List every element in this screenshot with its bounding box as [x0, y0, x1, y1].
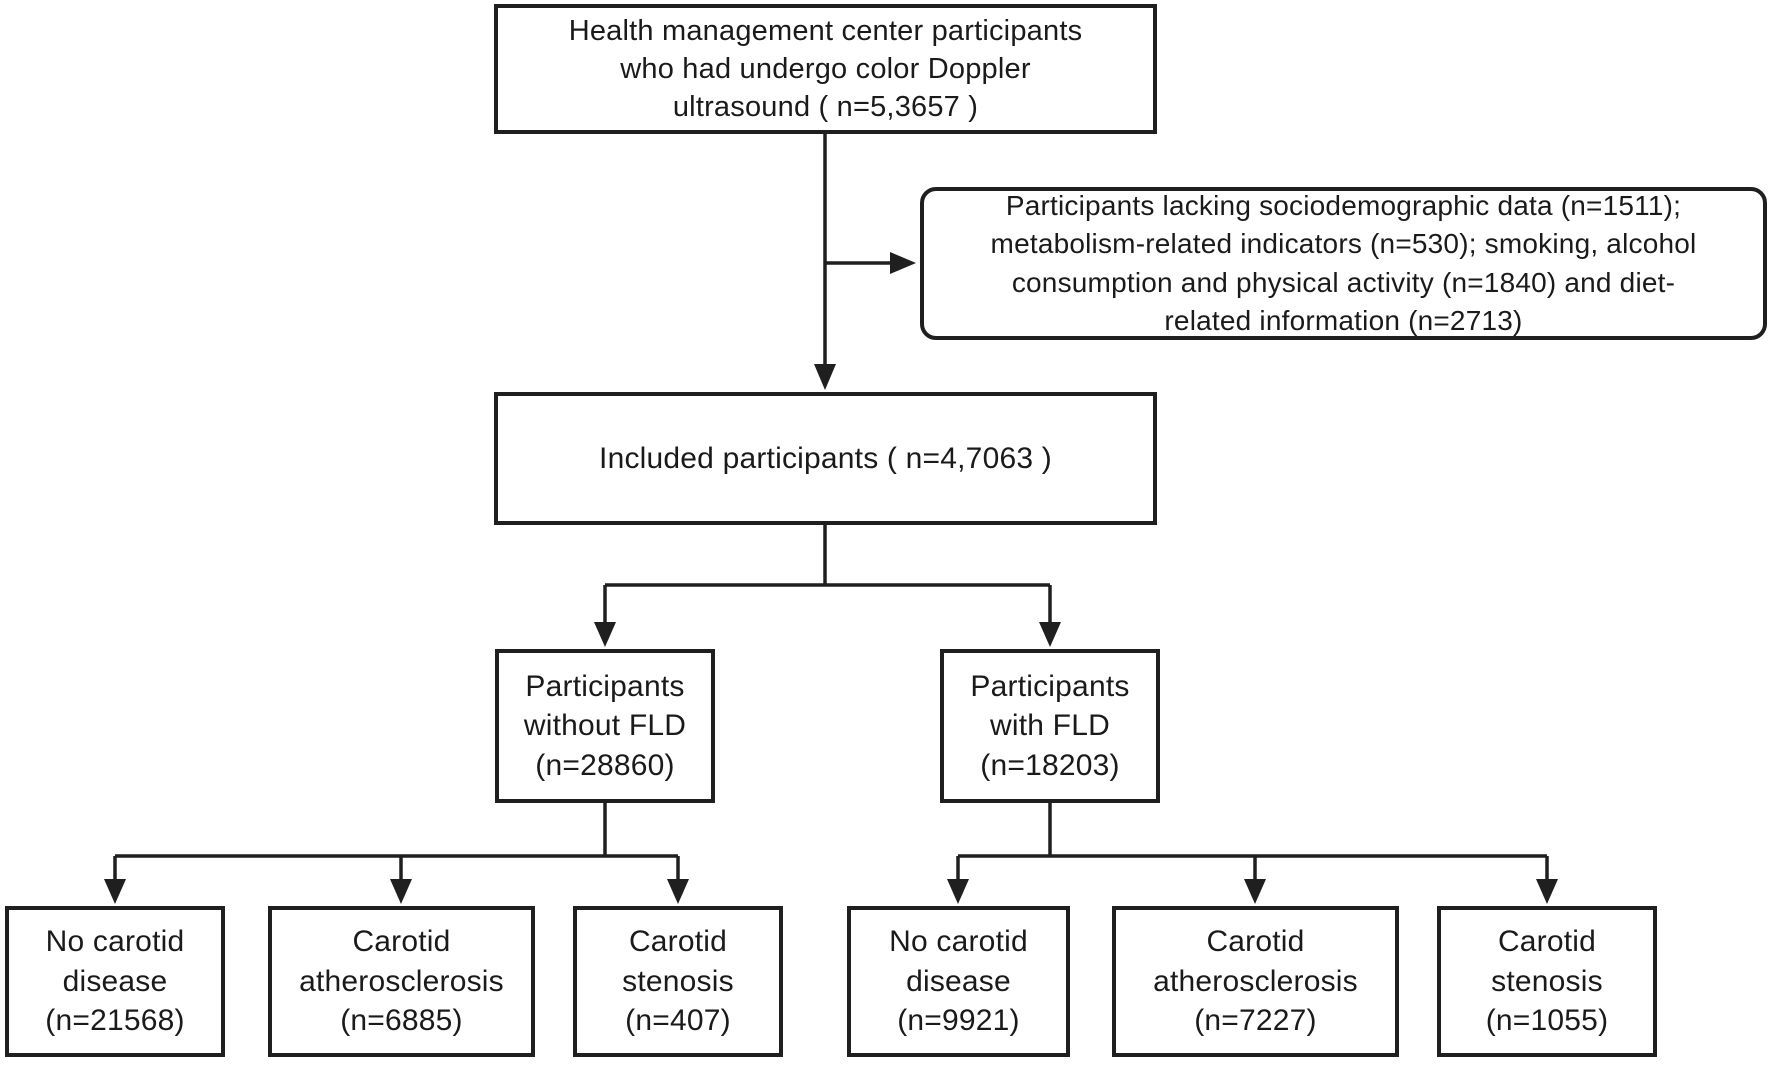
arrow-down-icon — [1039, 622, 1061, 647]
box-included-participants: Included participants ( n=4,7063 ) — [494, 392, 1157, 525]
box-with-fld-carotid-atherosclerosis: Carotid atherosclerosis (n=7227) — [1112, 906, 1399, 1057]
arrow-down-icon — [390, 879, 412, 904]
box-excluded-participants: Participants lacking sociodemographic da… — [920, 187, 1767, 340]
box-without-fld-carotid-stenosis: Carotid stenosis (n=407) — [573, 906, 783, 1057]
arrow-right-icon — [890, 252, 916, 274]
arrow-down-icon — [104, 879, 126, 904]
box-without-fld-no-carotid-disease: No carotid disease (n=21568) — [5, 906, 225, 1057]
arrow-down-icon — [814, 364, 836, 390]
box-with-fld-no-carotid-disease: No carotid disease (n=9921) — [847, 906, 1070, 1057]
box-source-population: Health management center participants wh… — [494, 4, 1157, 134]
arrow-down-icon — [594, 622, 616, 647]
box-participants-with-fld: Participants with FLD (n=18203) — [940, 649, 1160, 803]
arrow-down-icon — [667, 879, 689, 904]
arrow-down-icon — [1536, 879, 1558, 904]
box-participants-without-fld: Participants without FLD (n=28860) — [495, 649, 715, 803]
box-without-fld-carotid-atherosclerosis: Carotid atherosclerosis (n=6885) — [268, 906, 535, 1057]
arrow-down-icon — [1244, 879, 1266, 904]
box-with-fld-carotid-stenosis: Carotid stenosis (n=1055) — [1437, 906, 1657, 1057]
arrow-down-icon — [947, 879, 969, 904]
